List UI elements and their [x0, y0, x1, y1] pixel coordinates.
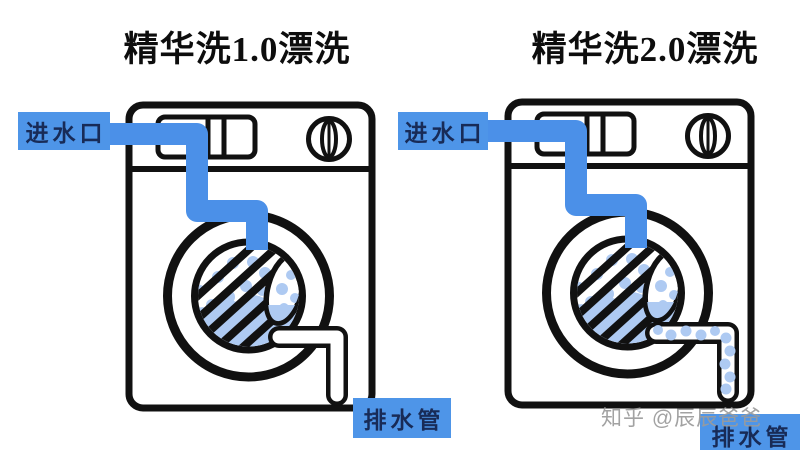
- drain-label-left: 排水管: [353, 398, 451, 438]
- title-left: 精华洗1.0漂洗: [123, 30, 351, 69]
- inlet-label-left: 进水口: [18, 112, 110, 150]
- title-right: 精华洗2.0漂洗: [531, 30, 759, 69]
- drain-pipe: [645, 322, 739, 403]
- inlet-pipe: [105, 123, 268, 250]
- inlet-pipe: [484, 120, 647, 248]
- inlet-label-right: 进水口: [398, 112, 488, 150]
- program-knob-icon: [685, 113, 731, 159]
- drain-pipe: [268, 326, 348, 406]
- zhihu-watermark: 知乎 @辰辰爸爸: [601, 407, 763, 430]
- drain-label-right: 排水管: [700, 414, 800, 450]
- washing-machine-left: [105, 101, 376, 412]
- drain-water-dots: [653, 325, 736, 395]
- washing-machine-right: [484, 98, 755, 409]
- program-knob-icon: [306, 116, 352, 162]
